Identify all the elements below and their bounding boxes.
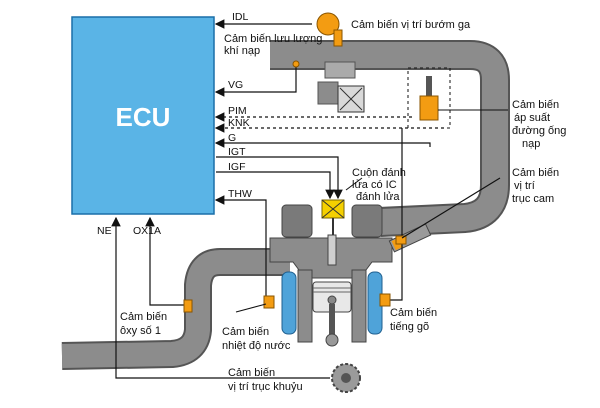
signal-idl-label: IDL — [232, 11, 249, 23]
signal-pim-label: PIM — [228, 105, 247, 117]
coil-label-line2: lửa có IC — [352, 179, 397, 191]
ignition-coil — [321, 199, 345, 235]
leader-lines — [235, 109, 508, 379]
engine-block — [269, 204, 432, 347]
oxygen-sensor — [183, 299, 193, 313]
cam-sensor-label-line2: vị trí — [514, 180, 535, 192]
maf-sensor — [292, 60, 300, 68]
ecu-box — [71, 16, 215, 215]
signal-thw-label: THW — [228, 188, 252, 200]
spark-plug — [327, 234, 337, 266]
signal-ox1a-label: OX1A — [133, 225, 161, 237]
coil-label-line3: đánh lửa — [356, 191, 400, 203]
crank-sensor-label-line2: vị trí trục khuỷu — [228, 381, 303, 393]
coolant-sensor-label-line2: nhiệt độ nước — [222, 340, 291, 352]
knock-sensor-label-line2: tiếng gõ — [390, 321, 429, 333]
throttle-body-pipe — [317, 61, 365, 113]
map-sensor-label-line4: nạp — [522, 138, 540, 150]
map-sensor — [419, 76, 439, 121]
map-sensor-label-line2: áp suất — [514, 112, 550, 124]
crank-gear — [331, 363, 361, 393]
oxy-sensor-label-line2: ôxy số 1 — [120, 325, 161, 337]
map-sensor-label-line1: Cảm biến — [512, 99, 559, 111]
map-sensor-label-line3: đường ống — [512, 125, 566, 137]
ecu-label: ECU — [116, 102, 171, 132]
signal-igf-label: IGF — [228, 161, 246, 173]
intake-pipe — [270, 40, 510, 237]
cam-sensor-label-line1: Cảm biến — [512, 167, 559, 179]
maf-sensor-label-line2: khí nạp — [224, 45, 260, 57]
throttle-sensor-label: Cảm biến vị trí bướm ga — [351, 19, 471, 31]
crank-sensor-label-line1: Cảm biến — [228, 367, 275, 379]
knock-sensor-label-line1: Cảm biến — [390, 307, 437, 319]
signal-igt-label: IGT — [228, 146, 246, 158]
coil-label-line1: Cuộn đánh — [352, 167, 406, 179]
throttle-position-sensor — [316, 12, 343, 47]
coolant-jacket-left — [281, 271, 297, 335]
signal-ne-label: NE — [97, 225, 112, 237]
coolant-temp-sensor — [263, 295, 275, 309]
maf-sensor-label-line1: Cảm biến lưu lượng — [224, 33, 322, 45]
map-sensor-enclosure — [407, 67, 451, 129]
signal-lines — [111, 19, 444, 379]
exhaust-pipe — [61, 248, 290, 370]
coolant-sensor-label-line1: Cảm biến — [222, 326, 269, 338]
camshaft-sensor — [395, 177, 501, 245]
signal-vg-label: VG — [228, 79, 243, 91]
signal-g-label: G — [228, 132, 236, 144]
knock-sensor — [379, 293, 391, 307]
signal-knk-label: KNK — [228, 117, 250, 129]
cam-sensor-label-line3: trục cam — [512, 193, 554, 205]
oxy-sensor-label-line1: Cảm biến — [120, 311, 167, 323]
